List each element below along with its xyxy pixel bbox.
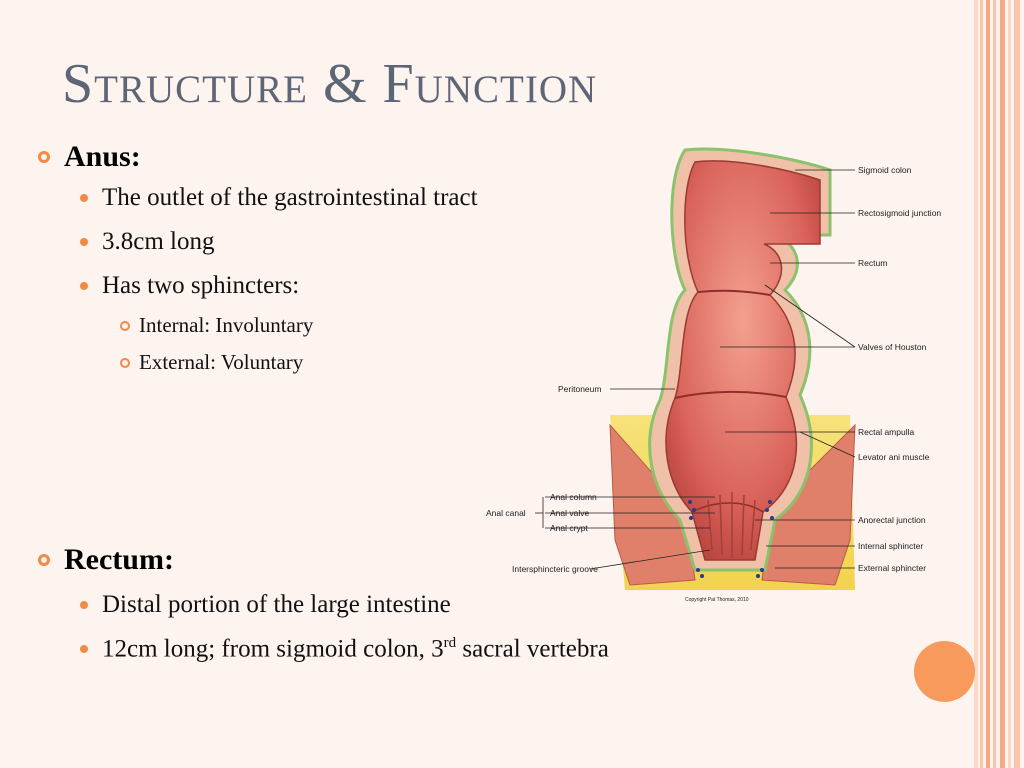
label-copyright: Copyright Pat Thomas, 2010 [685, 597, 749, 603]
label-anal-valve: Anal valve [550, 508, 589, 518]
bullet-dot-icon [80, 194, 88, 202]
sub-bullet-item: Internal: Involuntary [120, 313, 313, 338]
label-anorectal-junction: Anorectal junction [858, 515, 926, 525]
bullet-item: 12cm long; from sigmoid colon, 3rd sacra… [80, 635, 609, 663]
label-anal-crypt: Anal crypt [550, 523, 588, 533]
section-heading-anus: Anus: [38, 140, 141, 174]
bullet-text: Has two sphincters: [102, 272, 300, 299]
anorectal-anatomy-figure: Sigmoid colon Rectosigmoid junction Rect… [486, 147, 941, 603]
label-intersphincteric-groove: Intersphincteric groove [512, 564, 598, 574]
bullet-text: 12cm long; from sigmoid colon, 3rd sacra… [102, 635, 609, 663]
heading-bullet-icon [38, 554, 50, 566]
label-external-sphincter: External sphincter [858, 563, 926, 573]
bullet-item: The outlet of the gastrointestinal tract [80, 184, 478, 212]
bullet-text: 3.8cm long [102, 228, 215, 255]
label-rectal-ampulla: Rectal ampulla [858, 427, 914, 437]
bullet-dot-icon [80, 645, 88, 654]
sub-bullet-text: Internal: Involuntary [139, 313, 314, 337]
bullet-dot-icon [80, 238, 88, 246]
label-valves-of-houston: Valves of Houston [858, 342, 927, 352]
label-sigmoid-colon: Sigmoid colon [858, 165, 912, 175]
bullet-dot-icon [80, 601, 88, 609]
sub-bullet-icon [120, 320, 130, 331]
label-rectum: Rectum [858, 258, 887, 268]
bullet-item: 3.8cm long [80, 228, 215, 256]
bullet-item: Distal portion of the large intestine [80, 591, 451, 619]
sub-bullet-item: External: Voluntary [120, 350, 303, 375]
slide-title: Structure & Function [62, 53, 598, 115]
heading-text: Rectum: [64, 543, 174, 576]
rectal-lumen-shape [665, 160, 821, 561]
bullet-item: Has two sphincters: [80, 272, 299, 300]
right-border-decoration [974, 0, 1024, 768]
label-anal-column: Anal column [550, 492, 597, 502]
label-levator-ani: Levator ani muscle [858, 452, 930, 462]
label-rectosigmoid-junction: Rectosigmoid junction [858, 208, 941, 218]
label-peritoneum: Peritoneum [558, 384, 601, 394]
sub-bullet-text: External: Voluntary [139, 350, 304, 374]
heading-text: Anus: [64, 140, 141, 173]
section-heading-rectum: Rectum: [38, 543, 174, 577]
bullet-text: The outlet of the gastrointestinal tract [102, 184, 478, 211]
label-internal-sphincter: Internal sphincter [858, 541, 923, 551]
orange-circle-decoration [914, 641, 975, 702]
bullet-dot-icon [80, 282, 88, 290]
heading-bullet-icon [38, 151, 50, 163]
label-anal-canal: Anal canal [486, 508, 526, 518]
sub-bullet-icon [120, 357, 130, 368]
bullet-text: Distal portion of the large intestine [102, 591, 451, 618]
